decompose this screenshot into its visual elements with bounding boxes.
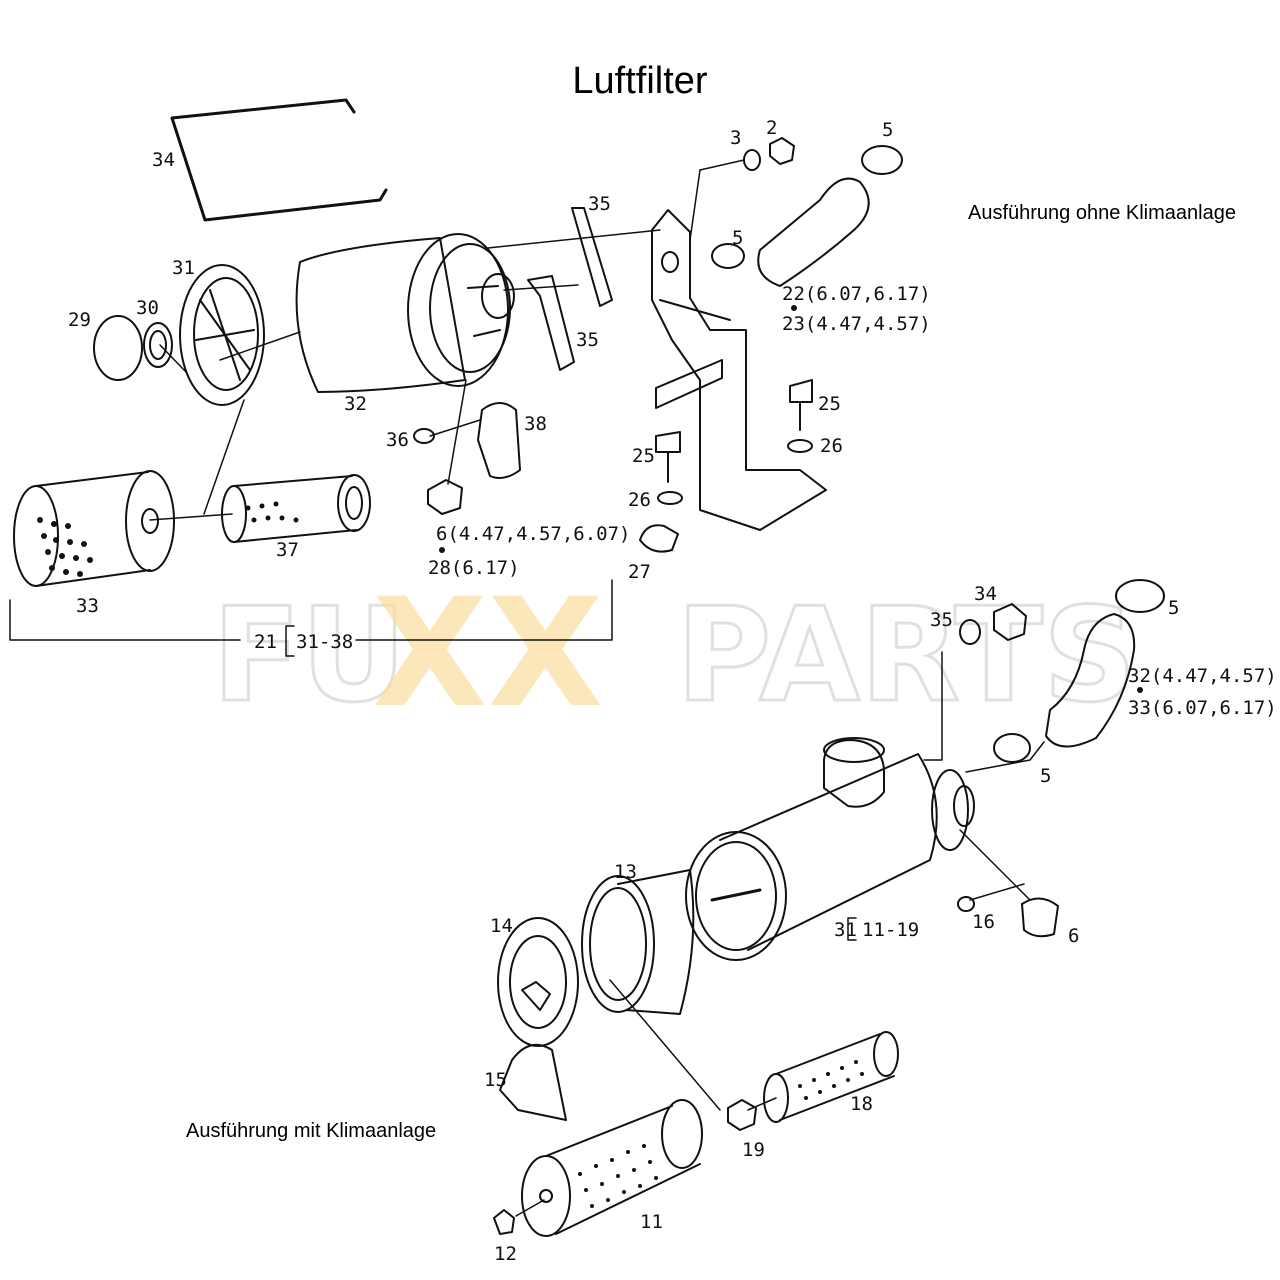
watermark-text-right: PARTS	[676, 579, 1137, 731]
callout-32: 32	[344, 393, 367, 415]
part-34-nut-bottom	[993, 603, 1027, 641]
callouts-bottom: 34 35 5 32(4.47,4.57) 33(6.07,6.17) 5 13…	[484, 583, 1277, 1265]
callout-b-12: 12	[494, 1243, 517, 1265]
watermark-text-mid: XX	[372, 567, 603, 741]
part-14-cover	[497, 917, 579, 1047]
part-32-filter-housing	[295, 233, 515, 393]
callout-b-5-lower: 5	[1040, 765, 1051, 787]
part-5-clamp-bottom-upper	[1115, 579, 1165, 613]
caption-bottom-variant: Ausführung mit Klimaanlage	[186, 1120, 437, 1142]
callout-b-11: 11	[640, 1211, 663, 1233]
callout-35-upper: 35	[588, 193, 611, 215]
perforation-dots-bottom	[578, 1060, 864, 1208]
part-34-wire-bail	[170, 98, 388, 222]
part-16-clip	[957, 896, 975, 912]
callout-5-lower: 5	[732, 227, 743, 249]
callout-22: 22(6.07,6.17)	[782, 283, 931, 305]
callout-b-31-range: 11-19	[862, 919, 919, 941]
page-title: Luftfilter	[572, 60, 708, 102]
callout-b-34: 34	[974, 583, 997, 605]
callout-34: 34	[152, 149, 175, 171]
watermark-text-left: FU	[212, 579, 406, 731]
callout-30: 30	[136, 297, 159, 319]
bullet-33	[1137, 687, 1143, 693]
part-33-perforation-dots	[37, 517, 93, 577]
part-22-23-hose	[757, 177, 870, 287]
callout-28: 28(6.17)	[428, 557, 520, 579]
part-26-washer-right	[787, 439, 813, 453]
part-2-nut	[769, 137, 795, 165]
part-35-bracket-upper	[571, 207, 613, 307]
callout-5-upper: 5	[882, 119, 893, 141]
callout-b-5-upper: 5	[1168, 597, 1179, 619]
callout-25-left: 25	[632, 445, 655, 467]
callout-b-35: 35	[930, 609, 953, 631]
part-31-housing-bottom	[685, 737, 975, 961]
leader-lines-bottom	[515, 651, 1045, 1217]
callout-27: 27	[628, 561, 651, 583]
callout-23: 23(4.47,4.57)	[782, 313, 931, 335]
callout-b-13: 13	[614, 861, 637, 883]
part-19-nut	[727, 1099, 757, 1131]
part-38-dust-valve	[477, 402, 521, 479]
part-11-outer-element	[521, 1099, 703, 1237]
part-5-clamp-bottom-lower	[993, 733, 1031, 763]
part-33-outer-element	[13, 470, 175, 587]
callout-b-15: 15	[484, 1069, 507, 1091]
part-37-inner-element	[221, 474, 371, 543]
part-29-cap	[93, 315, 143, 381]
callout-29: 29	[68, 309, 91, 331]
callout-35-lower: 35	[576, 329, 599, 351]
caption-top-variant: Ausführung ohne Klimaanlage	[968, 202, 1236, 224]
callout-b-6: 6	[1068, 925, 1079, 947]
part-6-valve-bottom	[1021, 897, 1059, 938]
callout-38: 38	[524, 413, 547, 435]
part-3-washer	[743, 149, 761, 171]
bullet-23	[791, 305, 797, 311]
callout-b-16: 16	[972, 911, 995, 933]
part-35-bracket-lower	[527, 275, 575, 371]
watermark-logo: FU XX PARTS	[211, 567, 1139, 741]
bullet-28	[439, 547, 445, 553]
callout-31: 31	[172, 257, 195, 279]
part-18-inner-element	[763, 1031, 899, 1123]
callout-b-32: 32(4.47,4.57)	[1128, 665, 1277, 687]
callout-b-31: 31	[834, 919, 857, 941]
callout-26-left: 26	[628, 489, 651, 511]
callout-2: 2	[766, 117, 777, 139]
callout-36: 36	[386, 429, 409, 451]
part-25-bolt-left	[655, 431, 681, 483]
part-26-washer-left	[657, 491, 683, 505]
part-12-wing-nut	[493, 1209, 515, 1235]
part-35-washer-bottom	[959, 619, 981, 645]
callout-25-right: 25	[818, 393, 841, 415]
callout-b-14: 14	[490, 915, 513, 937]
callout-33: 33	[76, 595, 99, 617]
callout-b-33: 33(6.07,6.17)	[1128, 697, 1277, 719]
part-36-clip	[413, 428, 435, 444]
callout-21: 21	[254, 631, 277, 653]
part-25-bolt-right	[789, 379, 813, 431]
part-31-end-cover	[179, 264, 265, 406]
part-5-clamp-lower	[711, 243, 745, 269]
part-console-bracket	[651, 209, 827, 531]
part-15-dust-valve	[499, 1043, 567, 1121]
callout-3: 3	[730, 127, 741, 149]
part-27-clamp	[639, 524, 679, 553]
part-5-clamp-upper	[861, 145, 903, 175]
part-32-33-hose	[1045, 613, 1136, 748]
callout-b-19: 19	[742, 1139, 765, 1161]
leader-lines-top	[9, 159, 745, 657]
part-37-perforation-dots	[245, 501, 299, 523]
callout-26-right: 26	[820, 435, 843, 457]
part-30-ring	[143, 322, 173, 368]
callout-21-range: 31-38	[296, 631, 353, 653]
part-13-retaining-ring	[581, 869, 695, 1015]
callouts-top: 34 3 2 5 35 5 22(6.07,6.17) 23(4.47,4.57…	[68, 117, 931, 653]
callout-37: 37	[276, 539, 299, 561]
callout-b-18: 18	[850, 1093, 873, 1115]
callout-6: 6(4.47,4.57,6.07)	[436, 523, 630, 545]
part-6-nut-top	[427, 479, 463, 515]
